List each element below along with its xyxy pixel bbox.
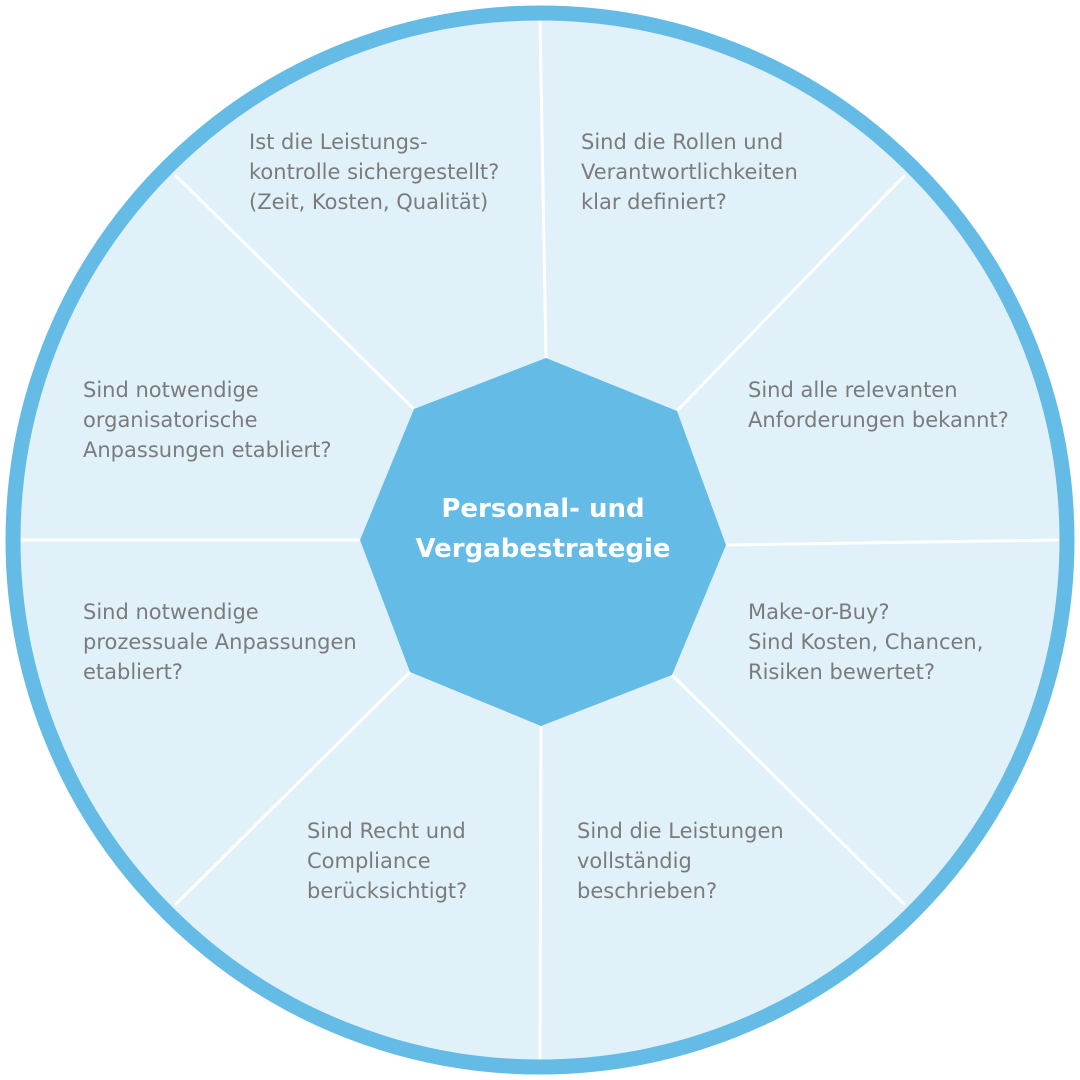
segment-text-line: Sind die Leistungen xyxy=(577,819,784,843)
segment-text-line: Ist die Leistungs- xyxy=(249,130,428,154)
segment-text-line: Sind alle relevanten xyxy=(748,378,958,402)
segment-text-line: berücksichtigt? xyxy=(307,879,468,903)
segment-divider-8 xyxy=(173,173,416,411)
segment-text-line: Sind Kosten, Chancen, xyxy=(748,630,984,654)
segment-text-line: Sind die Rollen und xyxy=(581,130,784,154)
segment-text-line: Sind notwendige xyxy=(83,378,259,402)
center-title-line-2: Vergabestrategie xyxy=(415,534,671,564)
segment-text-line: etabliert? xyxy=(83,660,183,684)
segment-prozessuale-anpassungen: Sind notwendige prozessuale Anpassungen … xyxy=(83,597,357,687)
segment-dividers xyxy=(21,20,1060,1060)
center-octagon xyxy=(360,358,726,726)
segment-text-line: prozessuale Anpassungen xyxy=(83,630,357,654)
segment-text-line: (Zeit, Kosten, Qualität) xyxy=(249,190,489,214)
center-title: Personal- und Vergabestrategie xyxy=(360,489,726,569)
segment-text-line: Compliance xyxy=(307,849,431,873)
segment-text-line: vollständig xyxy=(577,849,692,873)
segment-anforderungen: Sind alle relevanten Anforderungen bekan… xyxy=(748,375,1009,435)
segment-text-line: Sind notwendige xyxy=(83,600,259,624)
segment-text-line: Sind Recht und xyxy=(307,819,466,843)
segment-text-line: Anforderungen bekannt? xyxy=(748,408,1009,432)
segment-text-line: klar definiert? xyxy=(581,190,727,214)
segment-divider-1 xyxy=(538,20,548,359)
segment-organisatorische-anpassungen: Sind notwendige organisatorische Anpassu… xyxy=(83,375,332,465)
segment-make-or-buy: Make-or-Buy? Sind Kosten, Chancen, Risik… xyxy=(748,597,983,687)
segment-divider-2 xyxy=(675,173,907,413)
segment-text-line: Verantwortlichkeiten xyxy=(581,160,798,184)
segment-divider-3 xyxy=(725,538,1060,547)
segment-text-line: Risiken bewertet? xyxy=(748,660,936,684)
segment-leistungskontrolle: Ist die Leistungs- kontrolle sichergeste… xyxy=(249,127,499,217)
segment-divider-4 xyxy=(670,673,907,907)
segment-text-line: organisatorische xyxy=(83,408,258,432)
center-title-line-1: Personal- und xyxy=(441,494,645,524)
segment-text-line: Make-or-Buy? xyxy=(748,600,890,624)
segment-leistungen: Sind die Leistungen vollständig beschrie… xyxy=(577,816,784,906)
segment-divider-6 xyxy=(173,670,412,907)
segment-text-line: beschrieben? xyxy=(577,879,718,903)
segment-rollen: Sind die Rollen und Verantwortlichkeiten… xyxy=(581,127,798,217)
segment-divider-5 xyxy=(538,725,543,1060)
segment-text-line: kontrolle sichergestellt? xyxy=(249,160,500,184)
segment-text-line: Anpassungen etabliert? xyxy=(83,438,332,462)
segment-recht-compliance: Sind Recht und Compliance berücksichtigt… xyxy=(307,816,467,906)
